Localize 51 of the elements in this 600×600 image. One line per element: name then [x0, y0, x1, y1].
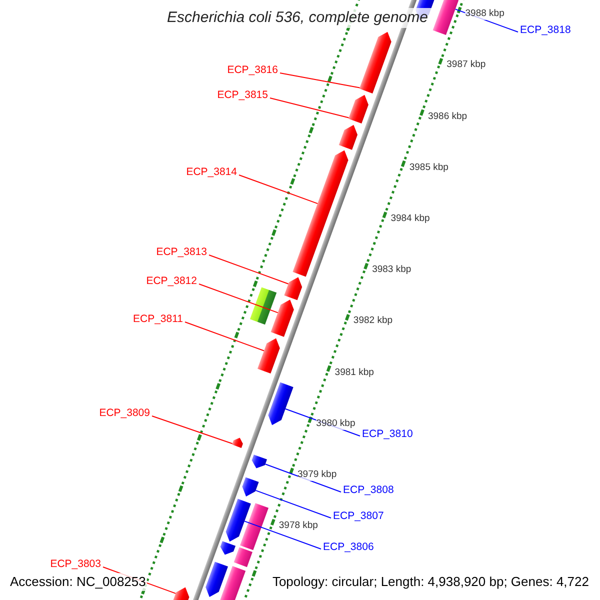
leader-line [208, 254, 289, 284]
scale-label: 3988 kbp [465, 8, 504, 20]
scale-label: 3985 kbp [409, 162, 448, 174]
gene-feature [242, 477, 259, 496]
gene-block [250, 287, 277, 325]
leader-line [244, 520, 322, 550]
gene-feature [220, 541, 236, 555]
leader-line [270, 98, 350, 118]
leader-line [238, 174, 318, 204]
gene-feature [284, 277, 302, 300]
gene-feature [232, 438, 243, 448]
gene-feature [270, 300, 294, 337]
leader-line [198, 284, 278, 314]
gene-block [240, 503, 269, 550]
leader-line [152, 416, 233, 444]
gene-label: ECP_3818 [520, 23, 571, 37]
gene-label: ECP_3806 [323, 540, 374, 554]
gene-label: ECP_3814 [186, 165, 237, 179]
scale-label: 3982 kbp [353, 315, 393, 328]
gene-feature [268, 382, 294, 426]
gene-feature [252, 454, 267, 468]
gene-label: ECP_3813 [156, 245, 207, 259]
scale-label: 3980 kbp [316, 418, 356, 430]
accession-text: Accession: NC_008253 [9, 573, 147, 591]
gene-label: ECP_3811 [132, 312, 183, 326]
gene-feature [226, 498, 251, 542]
leader-line [184, 322, 264, 352]
scale-label: 3983 kbp [372, 264, 412, 276]
scale-label: 3987 kbp [446, 59, 486, 72]
gene-label: ECP_3809 [99, 406, 150, 420]
gene-feature [292, 150, 348, 277]
gene-label: ECP_3808 [343, 483, 394, 497]
gene-feature [206, 562, 228, 598]
leader-line [280, 72, 360, 88]
scale-label: 3986 kbp [428, 110, 468, 123]
scale-label: 3981 kbp [334, 366, 374, 379]
scale-label: 3979 kbp [298, 469, 337, 481]
leader-line [255, 490, 332, 518]
gene-block [234, 547, 252, 568]
gene-feature [257, 338, 280, 374]
gene-feature [348, 94, 368, 124]
gene-label: ECP_3810 [362, 427, 413, 441]
gene-label: ECP_3803 [50, 557, 101, 571]
scale-label: 3978 kbp [278, 520, 318, 532]
scale-label: 3984 kbp [390, 212, 430, 225]
gene-label: ECP_3807 [333, 509, 384, 523]
gene-label: ECP_3815 [217, 88, 268, 102]
gene-feature [338, 124, 358, 150]
gene-feature [359, 32, 392, 94]
gene-label: ECP_3816 [227, 63, 278, 77]
gene-label: ECP_3812 [146, 274, 197, 288]
